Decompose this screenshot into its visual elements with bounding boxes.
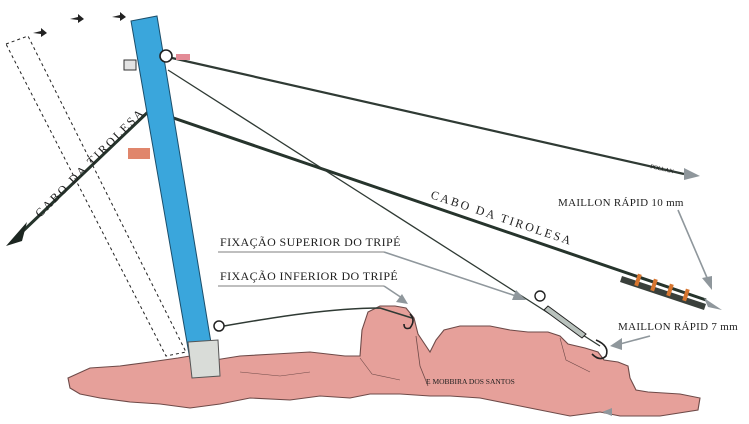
rock-ground — [67, 305, 701, 417]
tensioner-ring — [534, 290, 546, 302]
direction-arrow-2 — [70, 14, 84, 23]
maillon-7-hook — [591, 339, 608, 360]
lower-rock-hook — [403, 313, 414, 330]
label-cable-right: CABO DA TIROLESA — [429, 188, 575, 249]
tensioner-body — [543, 305, 587, 339]
cable-end-arrow — [704, 298, 722, 310]
cable-left-arrowhead — [6, 222, 27, 246]
label-fix-upper: FIXAÇÃO SUPERIOR DO TRIPÉ — [220, 235, 401, 249]
blue-mast — [130, 15, 217, 378]
label-fix-lower: FIXAÇÃO INFERIOR DO TRIPÉ — [220, 269, 398, 283]
label-rock-credit: E MOBBIRA DOS SANTOS — [426, 377, 515, 386]
rock-crack-2 — [359, 357, 401, 381]
label-maillon-7: MAILLON RÁPID 7 mm — [618, 321, 738, 333]
cable-ferrule — [620, 276, 706, 310]
direction-arrow-1 — [33, 28, 47, 37]
orange-ring-4 — [682, 288, 690, 302]
upper-tension-rope — [171, 56, 685, 176]
arrow-maillon-7-head — [610, 338, 622, 350]
arrow-maillon-10-head — [702, 276, 712, 290]
orange-ring-2 — [650, 278, 658, 292]
label-maillon-10: MAILLON RÁPID 10 mm — [558, 197, 684, 209]
rock-crack-4 — [239, 371, 311, 377]
label-cable-left: CABO DA TIROLESA — [32, 105, 147, 220]
mast-tag-orange — [128, 148, 150, 159]
arrow-upper-fix-line — [383, 251, 517, 297]
direction-arrow-3 — [112, 12, 126, 21]
upper-rope-arrow — [684, 168, 700, 180]
label-pulley-tag: POLLAN — [650, 164, 675, 175]
arrow-lower-fix-head — [396, 294, 408, 304]
rock-crack-3 — [559, 337, 591, 373]
rock-crack-1 — [415, 335, 429, 387]
mast-base-plate — [187, 339, 221, 379]
lower-anchor-rope — [223, 307, 413, 327]
lower-anchor-ring — [213, 320, 225, 332]
top-clamp — [123, 59, 137, 71]
upper-sling-red — [176, 54, 190, 60]
orange-ring-3 — [666, 283, 674, 297]
arrow-lower-fix-line — [383, 285, 403, 299]
arrow-maillon-10-line — [677, 209, 709, 281]
arrow-maillon-7-line — [619, 335, 651, 345]
arrow-upper-fix-head — [512, 290, 526, 300]
diagonal-rope — [167, 69, 601, 347]
orange-ring-1 — [634, 273, 642, 287]
top-shackle — [159, 49, 173, 63]
arrow-rock-right — [602, 408, 612, 416]
